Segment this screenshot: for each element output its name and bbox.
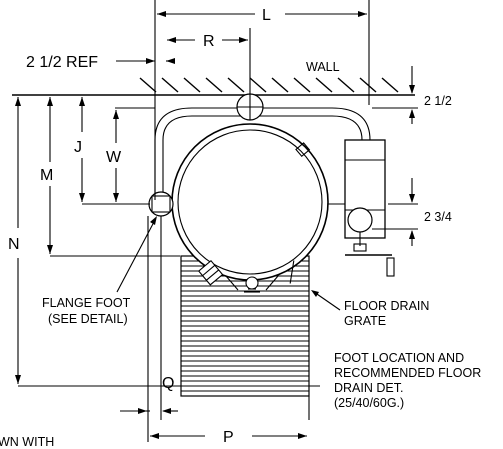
wall-hatch-mark (337, 77, 355, 93)
note-labels: WALL FLANGE FOOT (SEE DETAIL) FLOOR DRAI… (0, 60, 481, 449)
caption-line-2: RECOMMENDED FLOOR (334, 366, 481, 380)
dim-M: M (40, 167, 53, 184)
wall (12, 77, 415, 96)
wall-hatch-mark (139, 77, 157, 93)
flange-foot-label: FLANGE FOOT (42, 296, 131, 310)
dimension-lines (15, 0, 418, 442)
dim-R: R (203, 33, 215, 50)
dim-ref: 2 1/2 REF (26, 54, 98, 71)
wall-hatch-mark (271, 77, 289, 93)
floor-drain-label: FLOOR DRAIN (344, 299, 429, 313)
caption-line-1: FOOT LOCATION AND (334, 351, 464, 365)
caption-line-3: DRAIN DET. (334, 381, 403, 395)
wall-hatch-mark (359, 77, 377, 93)
floor-drain-grate-label: GRATE (344, 314, 386, 328)
wall-hatching (139, 77, 399, 93)
dimension-labels: L R 2 1/2 REF J W M N Q P 2 1/2 2 3/4 (8, 7, 452, 446)
flange-foot-detail: (SEE DETAIL) (48, 312, 128, 326)
dim-P: P (223, 429, 234, 446)
wall-hatch-mark (381, 77, 399, 93)
wall-hatch-mark (205, 77, 223, 93)
tank-assembly (148, 93, 395, 293)
dim-Q: Q (162, 375, 174, 392)
wall-hatch-mark (161, 77, 179, 93)
wall-label: WALL (306, 60, 340, 74)
dim-mid-right: 2 3/4 (424, 210, 452, 224)
dim-N: N (8, 236, 20, 253)
wall-hatch-mark (183, 77, 201, 93)
dim-W: W (106, 149, 122, 166)
dim-J: J (74, 139, 82, 156)
wall-hatch-mark (249, 77, 267, 93)
dim-top-right: 2 1/2 (424, 94, 452, 108)
cut-off-text: WN WITH (0, 435, 54, 449)
wall-hatch-mark (315, 77, 333, 93)
dim-L: L (262, 7, 271, 24)
wall-hatch-mark (227, 77, 245, 93)
wall-hatch-mark (293, 77, 311, 93)
caption-line-4: (25/40/60G.) (334, 396, 404, 410)
